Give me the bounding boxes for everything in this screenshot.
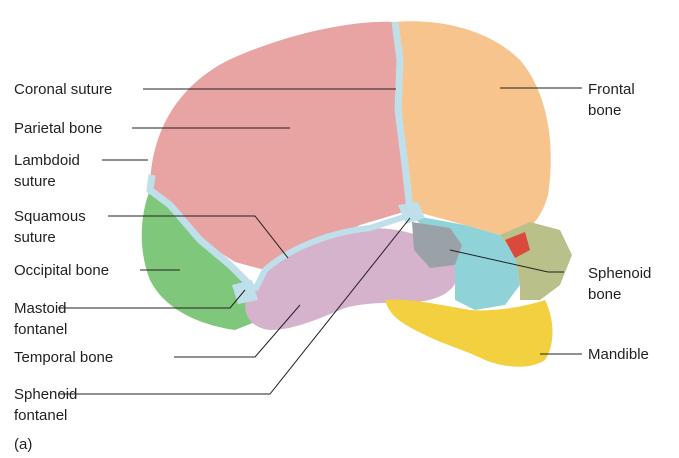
sphenoid-fontanel-label-line2: fontanel: [14, 406, 67, 425]
lambdoid-suture-label-line1: Lambdoid: [14, 151, 80, 170]
lambdoid-suture-label-line2: suture: [14, 172, 56, 191]
coronal-suture-label: Coronal suture: [14, 80, 112, 99]
panel-label: (a): [14, 435, 32, 454]
squamous-suture-label-line2: suture: [14, 228, 56, 247]
mastoid-fontanel-label-line2: fontanel: [14, 320, 67, 339]
frontal-bone-label-line2: bone: [588, 101, 621, 120]
mandible-shape: [385, 300, 553, 367]
mandible-label: Mandible: [588, 345, 649, 364]
occipital-bone-label: Occipital bone: [14, 261, 109, 280]
temporal-bone-label: Temporal bone: [14, 348, 113, 367]
sphenoid-bone-label-line1: Sphenoid: [588, 264, 651, 283]
squamous-suture-label-line1: Squamous: [14, 207, 86, 226]
sphenoid-bone-label-line2: bone: [588, 285, 621, 304]
parietal-bone-label: Parietal bone: [14, 119, 102, 138]
mastoid-fontanel-label-line1: Mastoid: [14, 299, 67, 318]
frontal-bone-label-line1: Frontal: [588, 80, 635, 99]
sphenoid-fontanel-label-line1: Sphenoid: [14, 385, 77, 404]
